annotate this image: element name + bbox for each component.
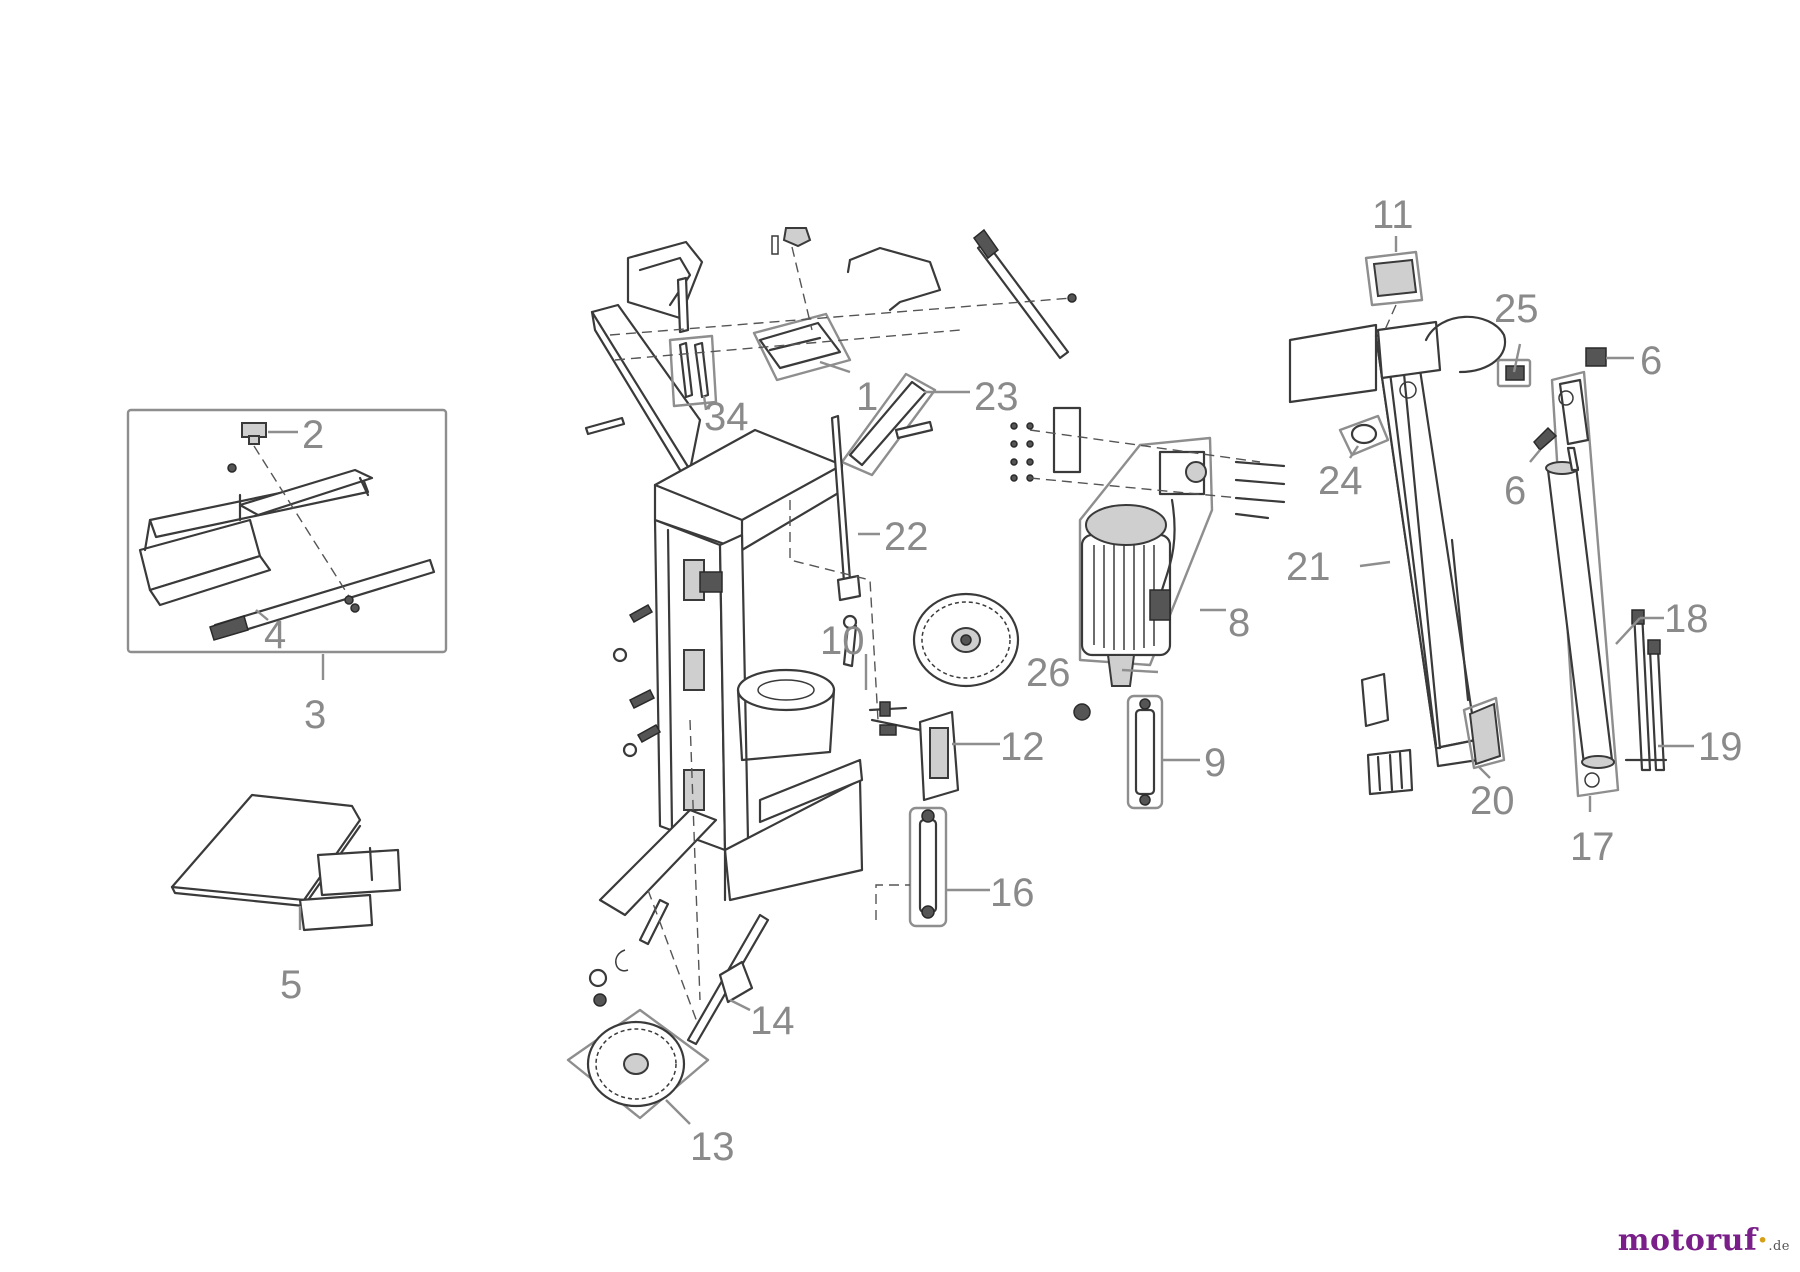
- watermark-tld: .de: [1768, 1239, 1790, 1254]
- part-11-cap: [1364, 250, 1424, 333]
- label-34: 34: [704, 395, 749, 439]
- motoruf-watermark: motoruf·.de: [1618, 1223, 1790, 1258]
- part-18-hose: [1631, 609, 1652, 772]
- label-4: 4: [264, 613, 286, 657]
- part-17-cylinder: [1545, 370, 1620, 798]
- label-23: 23: [974, 375, 1019, 419]
- part-5-table: [170, 793, 402, 932]
- part-21-column: [1288, 315, 1507, 796]
- part-19-hose: [1624, 639, 1668, 772]
- part-23-bar: [840, 372, 937, 477]
- label-13: 13: [690, 1125, 735, 1169]
- part-20-pad: [1462, 696, 1506, 770]
- part-9-pump: [1126, 694, 1164, 810]
- main-frame: [588, 428, 864, 1046]
- label-20: 20: [1470, 779, 1515, 823]
- label-22: 22: [884, 515, 929, 559]
- wheel-upper: [912, 592, 1020, 688]
- part-labels: 2 3 4 5 1 34 23 22 10 12 16 14 13 8 26 9…: [264, 193, 1743, 1169]
- upper-left-parts: [584, 227, 1077, 472]
- inset-assembly-3: [126, 408, 448, 654]
- label-5: 5: [280, 963, 302, 1007]
- part-6-upper-nut: [1585, 347, 1607, 367]
- label-26: 26: [1026, 651, 1071, 695]
- label-1: 1: [856, 375, 878, 419]
- label-16: 16: [990, 871, 1035, 915]
- watermark-brand: motoruf: [1617, 1223, 1758, 1258]
- label-21: 21: [1286, 545, 1331, 589]
- valve-assembly: [842, 614, 960, 802]
- part-8-motor: [1010, 406, 1286, 721]
- part-24-plug: [1338, 414, 1390, 457]
- label-6-upper: 6: [1640, 339, 1662, 383]
- label-6-lower: 6: [1504, 469, 1526, 513]
- label-8: 8: [1228, 601, 1250, 645]
- label-25: 25: [1494, 287, 1539, 331]
- label-14: 14: [750, 999, 795, 1043]
- label-9: 9: [1204, 741, 1226, 785]
- label-24: 24: [1318, 459, 1363, 503]
- part-2-knob: [241, 422, 267, 445]
- label-19: 19: [1698, 725, 1743, 769]
- part-25-nut: [1496, 358, 1532, 388]
- watermark-dot: ·: [1757, 1223, 1769, 1258]
- part-22-rod: [789, 414, 879, 721]
- label-3: 3: [304, 693, 326, 737]
- part-16-filter: [875, 806, 948, 928]
- wheel-lower: [566, 1008, 710, 1120]
- leader-lines: [255, 236, 1694, 1125]
- label-17: 17: [1570, 825, 1615, 869]
- part-6-lower-bolt: [1533, 426, 1558, 452]
- label-11: 11: [1372, 193, 1414, 237]
- label-12: 12: [1000, 725, 1045, 769]
- label-10: 10: [820, 619, 865, 663]
- label-18: 18: [1664, 597, 1709, 641]
- label-2: 2: [302, 413, 324, 457]
